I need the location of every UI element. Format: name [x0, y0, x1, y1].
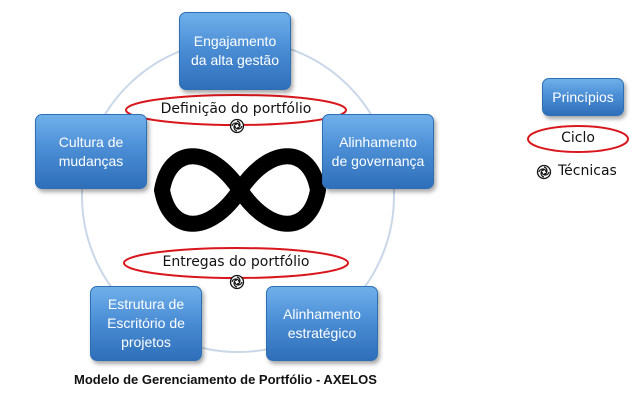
technique-swirl-icon — [229, 274, 245, 290]
cycle-label-entregas: Entregas do portfólio — [162, 254, 310, 270]
technique-swirl-icon — [229, 118, 245, 134]
principle-box-cultura-mudancas: Cultura de mudanças — [35, 114, 147, 189]
principle-box-alinhamento-governanca: Alinhamento de governança — [322, 114, 434, 189]
legend-techniques-label: Técnicas — [558, 163, 617, 179]
infinity-symbol — [154, 148, 326, 232]
cycle-label-definicao: Definição do portfólio — [160, 101, 312, 117]
principle-box-estrutura-escritorio: Estrutura de Escritório de projetos — [90, 286, 202, 361]
principle-box-alinhamento-estrategico: Alinhamento estratégico — [266, 286, 378, 361]
legend-cycle-ellipse — [527, 125, 629, 153]
legend-principles-box: Princípios — [542, 78, 624, 116]
principle-box-engajamento: Engajamento da alta gestão — [179, 12, 291, 90]
diagram-caption: Modelo de Gerenciamento de Portfólio - A… — [74, 372, 377, 387]
legend-cycle-label: Ciclo — [561, 130, 595, 146]
legend-swirl-icon — [536, 164, 552, 180]
